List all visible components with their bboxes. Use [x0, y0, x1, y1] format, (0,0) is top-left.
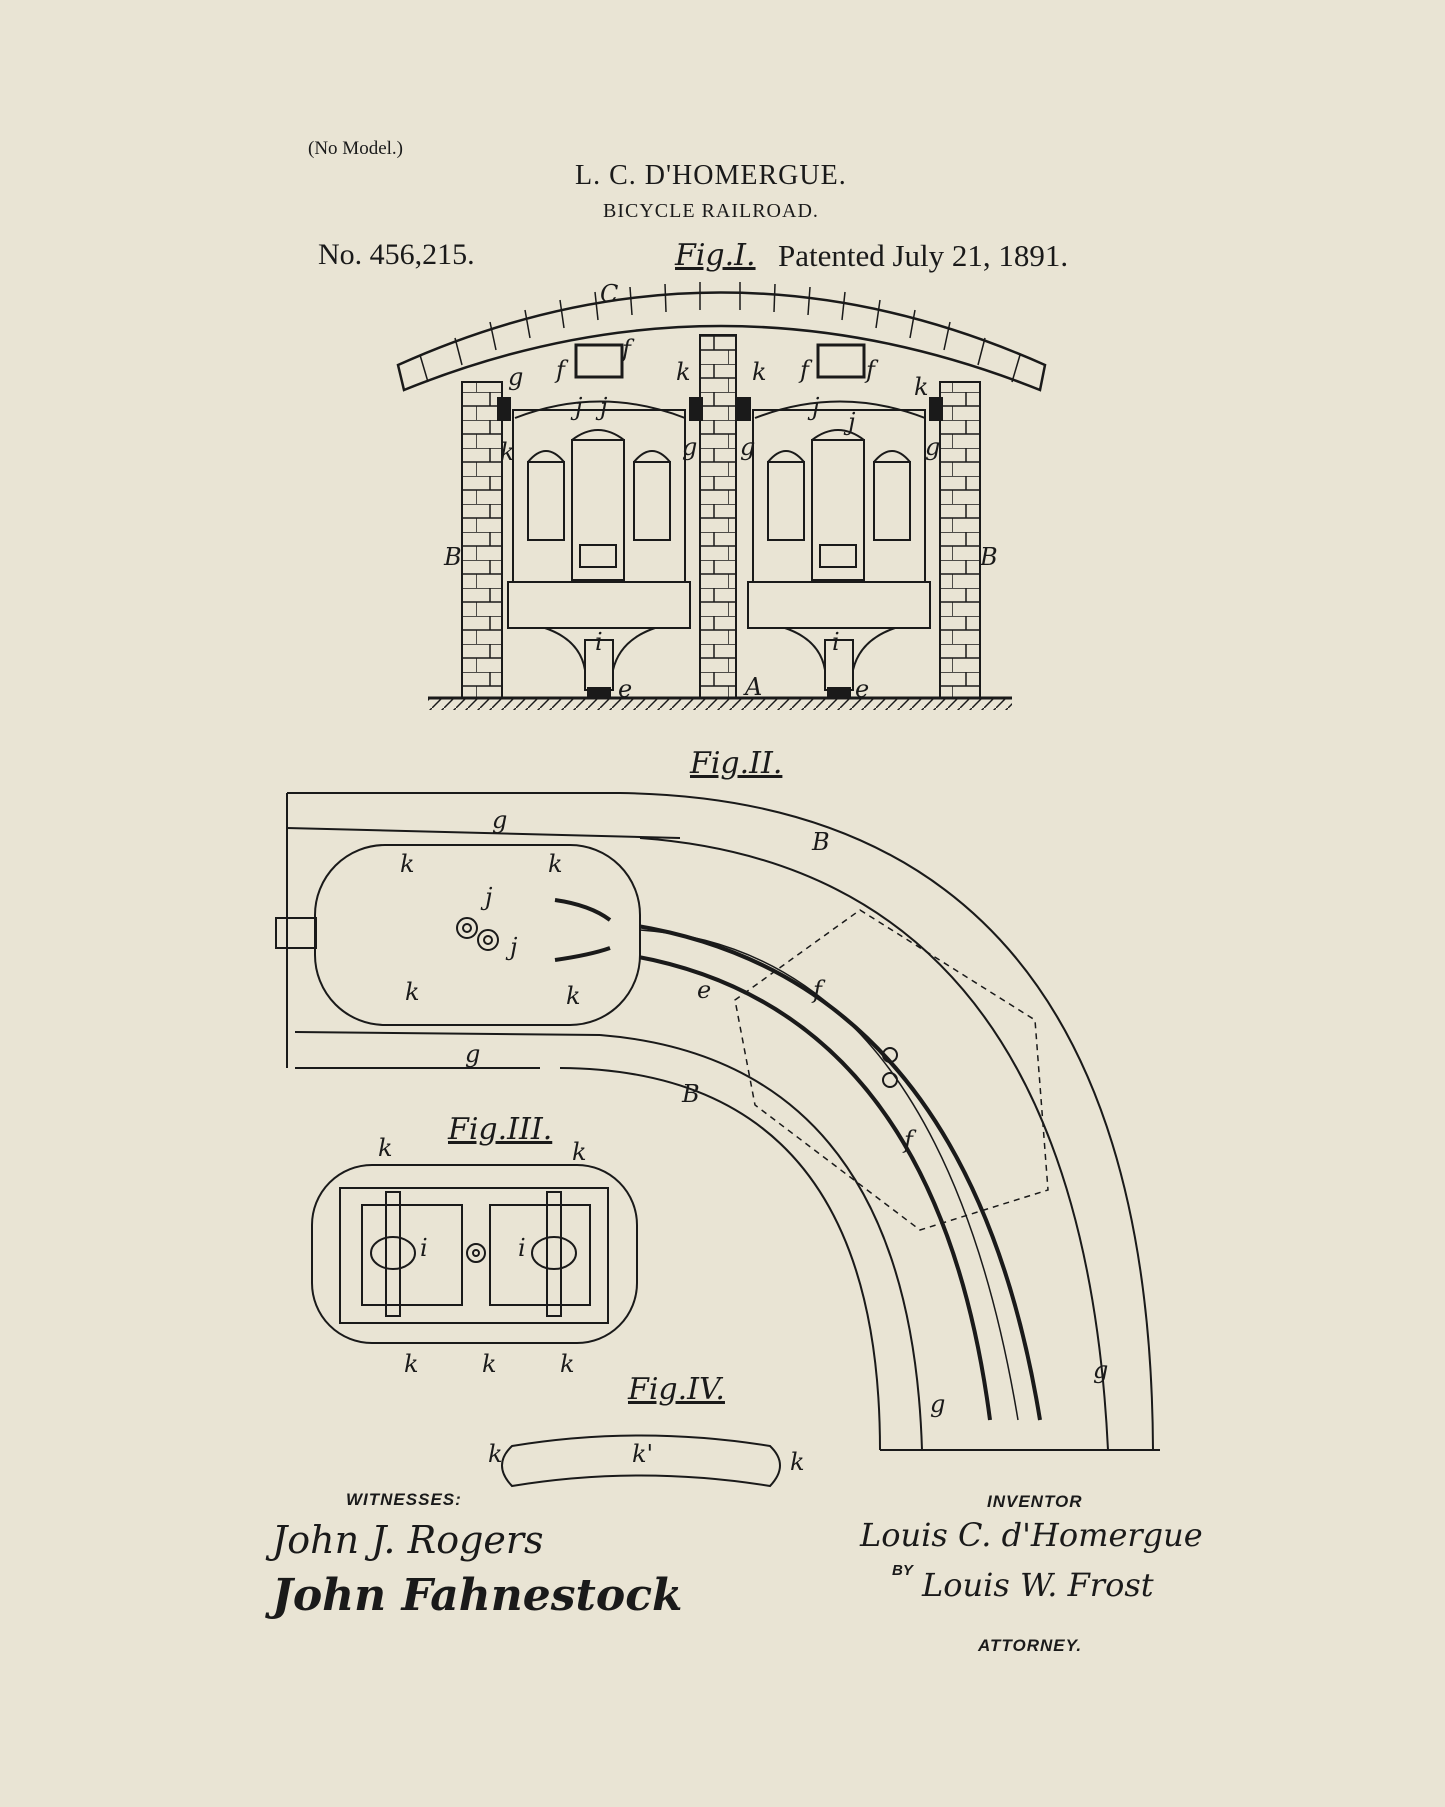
- svg-text:f: f: [620, 335, 635, 363]
- svg-text:j: j: [570, 393, 583, 421]
- fig1-left-car: [497, 343, 703, 699]
- svg-text:g: g: [508, 363, 523, 391]
- svg-text:B: B: [681, 1080, 700, 1108]
- fig2-curve-plan: [275, 792, 1160, 1451]
- fig1-caption: Fig.I.: [675, 238, 756, 273]
- fig2-caption: Fig.II.: [690, 746, 783, 781]
- svg-text:i: i: [832, 628, 840, 656]
- svg-text:k: k: [676, 358, 691, 386]
- svg-text:f: f: [798, 356, 813, 384]
- svg-text:g: g: [740, 433, 755, 461]
- svg-text:k: k: [566, 982, 581, 1010]
- svg-text:k: k: [500, 438, 515, 466]
- svg-text:j: j: [843, 408, 856, 436]
- inventor-name: L. C. D'HOMERGUE.: [575, 160, 847, 191]
- svg-text:B: B: [811, 828, 830, 856]
- fig3-caption: Fig.III.: [448, 1112, 553, 1147]
- svg-text:f: f: [554, 356, 569, 384]
- svg-text:e: e: [697, 976, 711, 1004]
- svg-text:k: k: [405, 978, 420, 1006]
- svg-text:k: k: [790, 1448, 805, 1476]
- svg-text:i: i: [420, 1234, 428, 1262]
- patent-date: Patented July 21, 1891.: [778, 238, 1069, 273]
- svg-text:j: j: [595, 393, 608, 421]
- svg-text:k: k: [488, 1440, 503, 1468]
- svg-text:k: k: [752, 358, 767, 386]
- svg-text:B: B: [979, 543, 998, 571]
- svg-text:j: j: [807, 393, 820, 421]
- svg-text:g: g: [1093, 1356, 1108, 1384]
- svg-text:k: k: [560, 1350, 575, 1378]
- svg-text:e: e: [618, 675, 632, 703]
- svg-text:A: A: [743, 673, 762, 701]
- svg-text:g: g: [682, 433, 697, 461]
- witnesses-label: WITNESSES:: [346, 1490, 462, 1509]
- no-model-note: (No Model.): [308, 138, 403, 159]
- svg-text:i: i: [595, 628, 603, 656]
- svg-text:g: g: [465, 1040, 480, 1068]
- witness-signature-1: John J. Rogers: [272, 1518, 544, 1562]
- svg-text:e: e: [855, 675, 869, 703]
- svg-text:k: k: [378, 1134, 393, 1162]
- attorney-label: ATTORNEY.: [978, 1636, 1083, 1655]
- svg-text:B: B: [443, 543, 462, 571]
- patent-number: No. 456,215.: [318, 238, 475, 271]
- patent-title: BICYCLE RAILROAD.: [603, 200, 819, 222]
- fig3-truck-plan: [311, 1164, 638, 1344]
- svg-text:g: g: [930, 1390, 945, 1418]
- fig1-right-car: [737, 343, 943, 699]
- svg-text:k: k: [400, 850, 415, 878]
- attorney-signature: Louis W. Frost: [922, 1566, 1154, 1604]
- inventor-signature: Louis C. d'Homergue: [860, 1516, 1203, 1554]
- svg-text:g: g: [925, 433, 940, 461]
- witness-signature-2: John Fahnestock: [272, 1570, 683, 1621]
- fig4-caption: Fig.IV.: [628, 1372, 725, 1407]
- svg-text:i: i: [518, 1234, 526, 1262]
- svg-text:g: g: [492, 806, 507, 834]
- svg-text:k: k: [914, 373, 929, 401]
- svg-text:C: C: [600, 280, 618, 308]
- svg-text:k: k: [572, 1138, 587, 1166]
- svg-text:f: f: [902, 1126, 917, 1154]
- fig1-tunnel-section: [396, 282, 1047, 710]
- svg-text:f: f: [864, 356, 879, 384]
- by-label: BY: [892, 1562, 913, 1579]
- svg-text:k': k': [632, 1440, 653, 1468]
- svg-text:k: k: [548, 850, 563, 878]
- fig4-part: [501, 1434, 781, 1488]
- svg-text:k: k: [404, 1350, 419, 1378]
- svg-text:k: k: [482, 1350, 497, 1378]
- inventor-label: INVENTOR: [987, 1492, 1083, 1511]
